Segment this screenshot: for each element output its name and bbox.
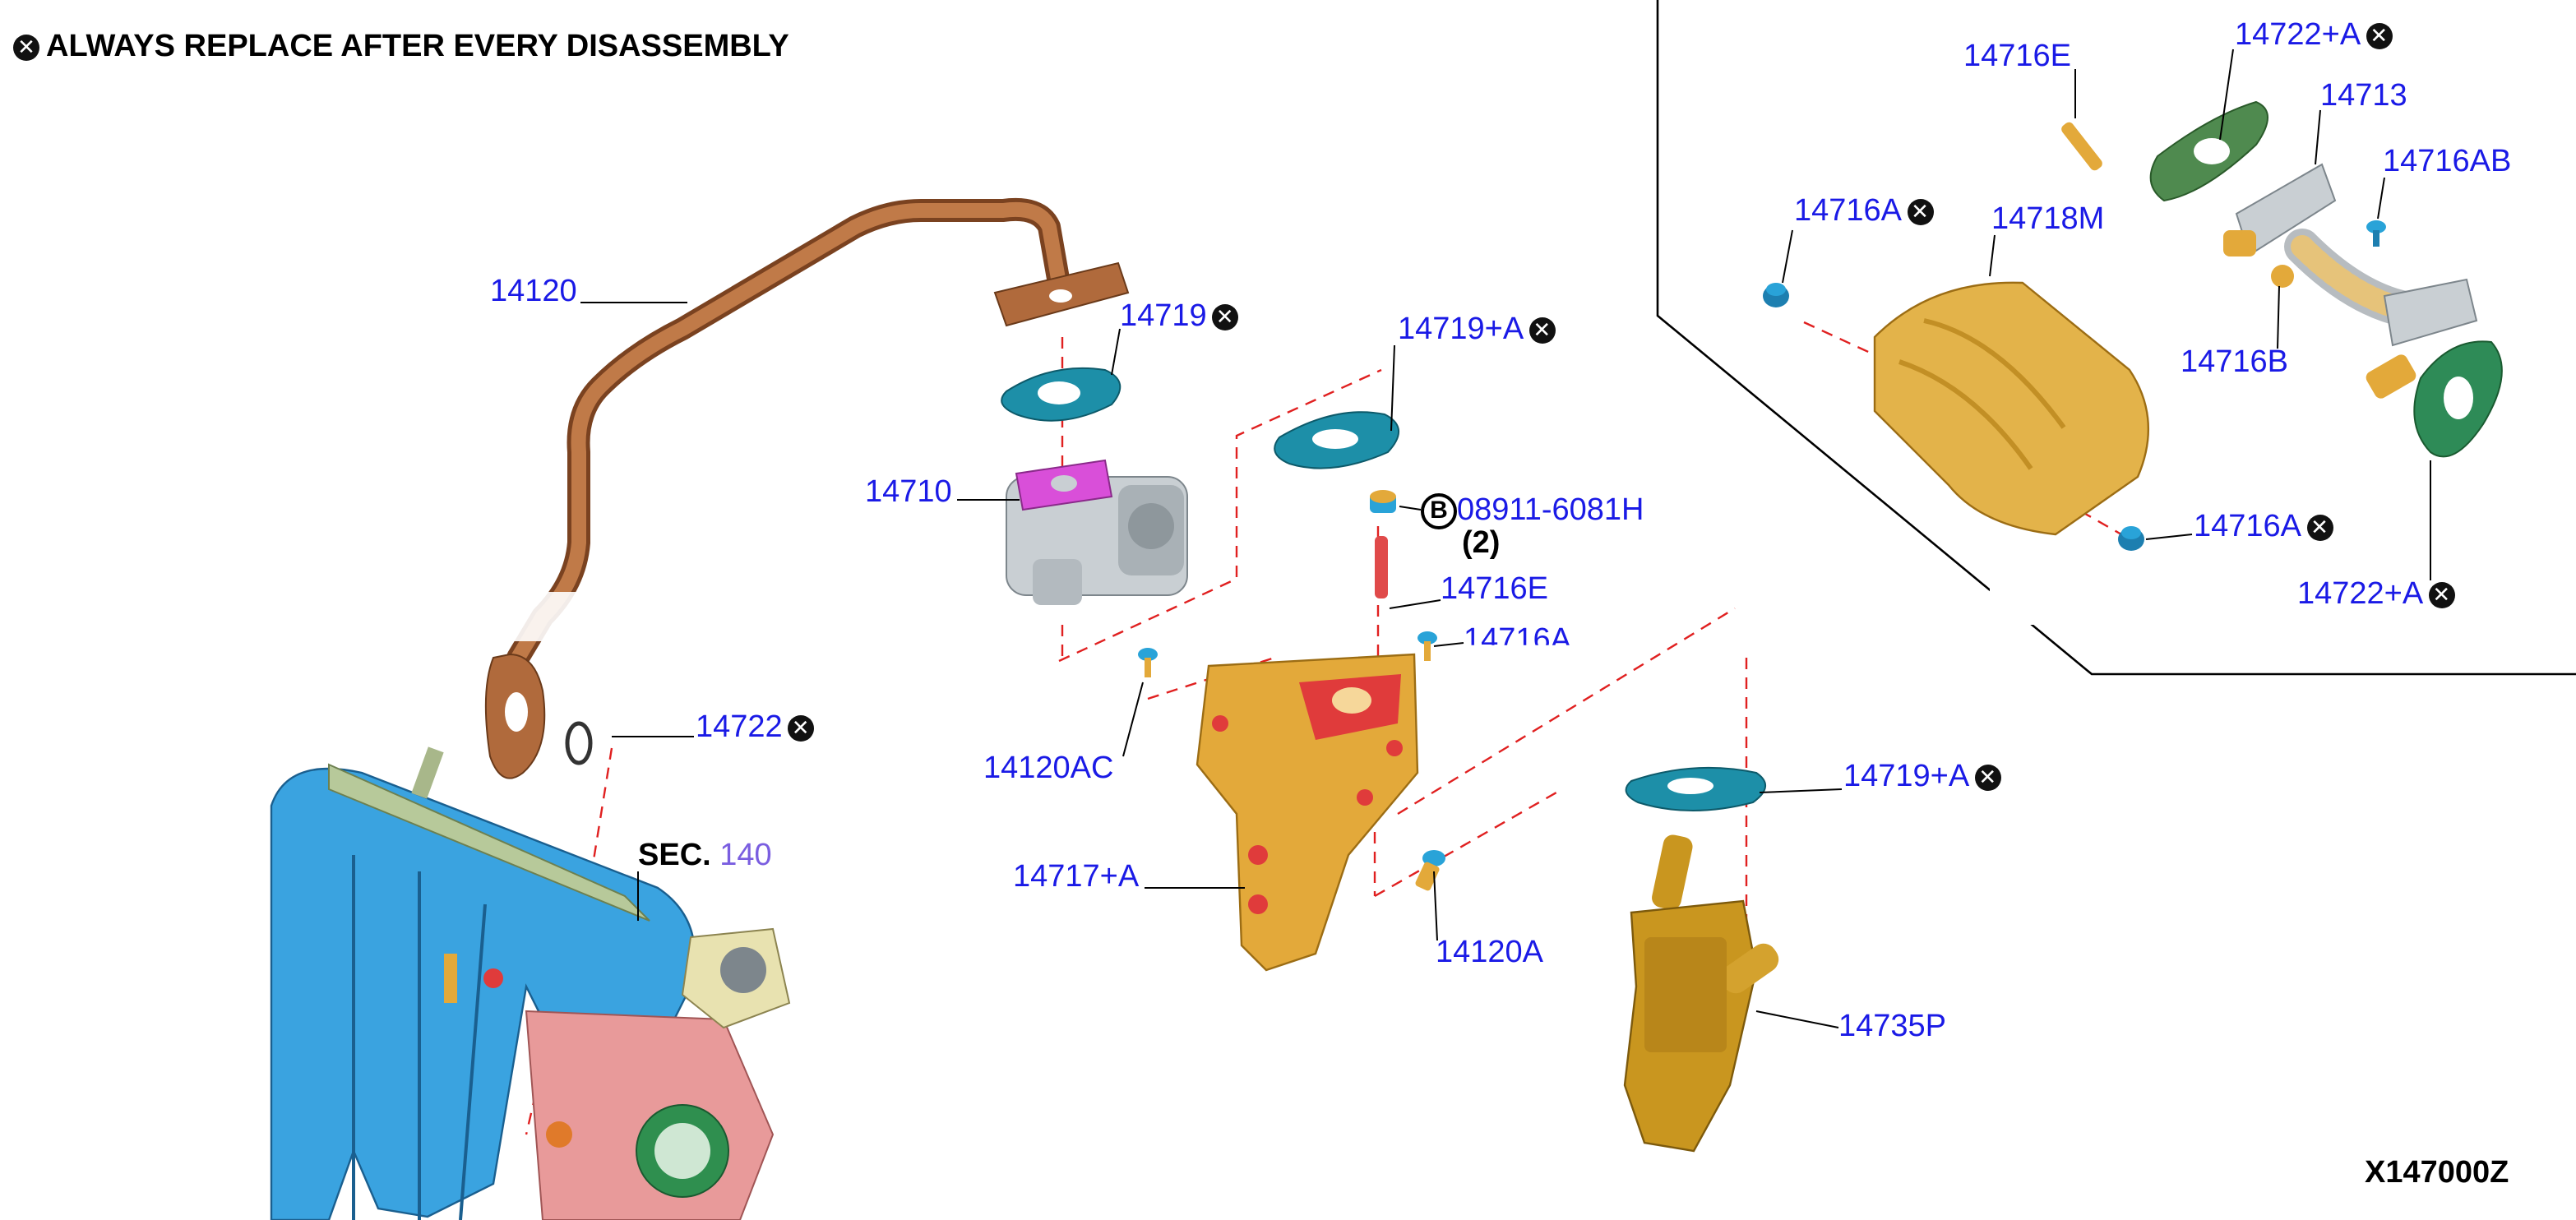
label-14722-text: 14722	[696, 710, 783, 745]
gasket-14719a-top	[1274, 411, 1400, 469]
gasket-14719a-low	[1625, 766, 1766, 811]
bolt-spec-qty: (2)	[1462, 526, 1501, 561]
label-14716ab: 14716AB	[2383, 145, 2512, 179]
diagram-id: X147000Z	[2365, 1156, 2509, 1190]
label-14719: 14719✕	[1120, 301, 1238, 332]
o-ring-14722	[565, 721, 593, 765]
egr-pipe-14713	[2223, 163, 2478, 399]
circled-x-icon: ✕	[1974, 764, 2001, 791]
circled-x-icon: ✕	[787, 714, 814, 742]
label-14716e-mid: 14716E	[1441, 572, 1549, 607]
bolt-14716a-mid	[1417, 631, 1437, 661]
circled-x-icon: ✕	[2366, 22, 2393, 49]
section-ref: SEC. 140	[638, 840, 772, 871]
label-14719a-top-text: 14719+A	[1398, 312, 1524, 347]
label-14120ac: 14120AC	[983, 751, 1114, 786]
heat-shield-14718m	[1873, 281, 2150, 536]
bracket-14717a	[1196, 653, 1419, 972]
label-14722a-bottom-text: 14722+A	[2297, 577, 2424, 612]
label-14716a-left-text: 14716A	[1794, 194, 1903, 229]
label-14717a: 14717+A	[1013, 860, 1140, 894]
label-14716a-mid: 14716A	[1464, 623, 1572, 658]
intake-manifold	[270, 746, 791, 1220]
egr-cooler-14735p	[1623, 834, 1779, 1153]
gasket-14722a-bottom	[2413, 340, 2503, 458]
label-14716b: 14716B	[2181, 345, 2289, 380]
circled-x-icon: ✕	[1907, 198, 1934, 225]
label-14719a-low-text: 14719+A	[1843, 760, 1970, 794]
circled-b-icon: B	[1421, 493, 1457, 529]
circled-x-icon: ✕	[1211, 303, 1238, 330]
egr-tube-14120	[484, 197, 1130, 779]
nut-14716b	[2271, 265, 2294, 288]
label-14716e-top: 14716E	[1963, 39, 2072, 74]
egr-valve-14710	[1006, 459, 1188, 605]
circled-x-icon: ✕	[1528, 317, 1556, 344]
bolt-14716ab	[2366, 220, 2386, 247]
leader-lines	[580, 49, 2431, 1028]
label-14722a-bottom: 14722+A✕	[2297, 577, 2455, 612]
label-14713: 14713	[2320, 79, 2407, 113]
circled-x-icon: ✕	[2306, 514, 2333, 541]
label-14719-text: 14719	[1120, 299, 1207, 334]
label-14722: 14722✕	[696, 712, 814, 743]
bolt-14120ac	[1138, 648, 1158, 677]
circled-x-icon: ✕	[13, 34, 39, 61]
label-14719a-low: 14719+A✕	[1843, 760, 2001, 794]
section-ref-prefix: SEC.	[638, 839, 711, 873]
label-14722a-top: 14722+A✕	[2235, 18, 2393, 53]
inset-border	[1656, 0, 2576, 676]
label-14120: 14120	[490, 275, 577, 309]
gasket-14722a-top	[2149, 100, 2268, 202]
section-ref-number: 140	[719, 839, 772, 873]
label-14716a-right-text: 14716A	[2194, 510, 2302, 544]
label-14716a-right: 14716A✕	[2194, 511, 2333, 543]
label-14735p: 14735P	[1838, 1010, 1947, 1044]
bolt-spec-part: 08911-6081H	[1457, 493, 1644, 529]
label-14710: 14710	[865, 475, 952, 510]
bolt-14716a-right	[2118, 526, 2144, 551]
circled-x-icon: ✕	[2428, 581, 2455, 608]
label-14120a: 14120A	[1436, 936, 1544, 970]
label-14719a-top: 14719+A✕	[1398, 312, 1556, 347]
stud-14716e-mid	[1375, 536, 1388, 598]
label-14716a-left: 14716A✕	[1794, 194, 1934, 229]
header-note: ✕ ALWAYS REPLACE AFTER EVERY DISASSEMBLY	[13, 31, 789, 62]
bolt-14120a	[1415, 850, 1445, 891]
bolt-08911	[1370, 490, 1396, 513]
label-14718m: 14718M	[1991, 202, 2105, 237]
label-14722a-top-text: 14722+A	[2235, 18, 2361, 53]
gasket-14719	[1001, 367, 1122, 422]
header-note-text: ALWAYS REPLACE AFTER EVERY DISASSEMBLY	[46, 30, 789, 64]
bolt-14716a-left	[1763, 283, 1789, 307]
stud-14716e-top	[2061, 122, 2102, 171]
